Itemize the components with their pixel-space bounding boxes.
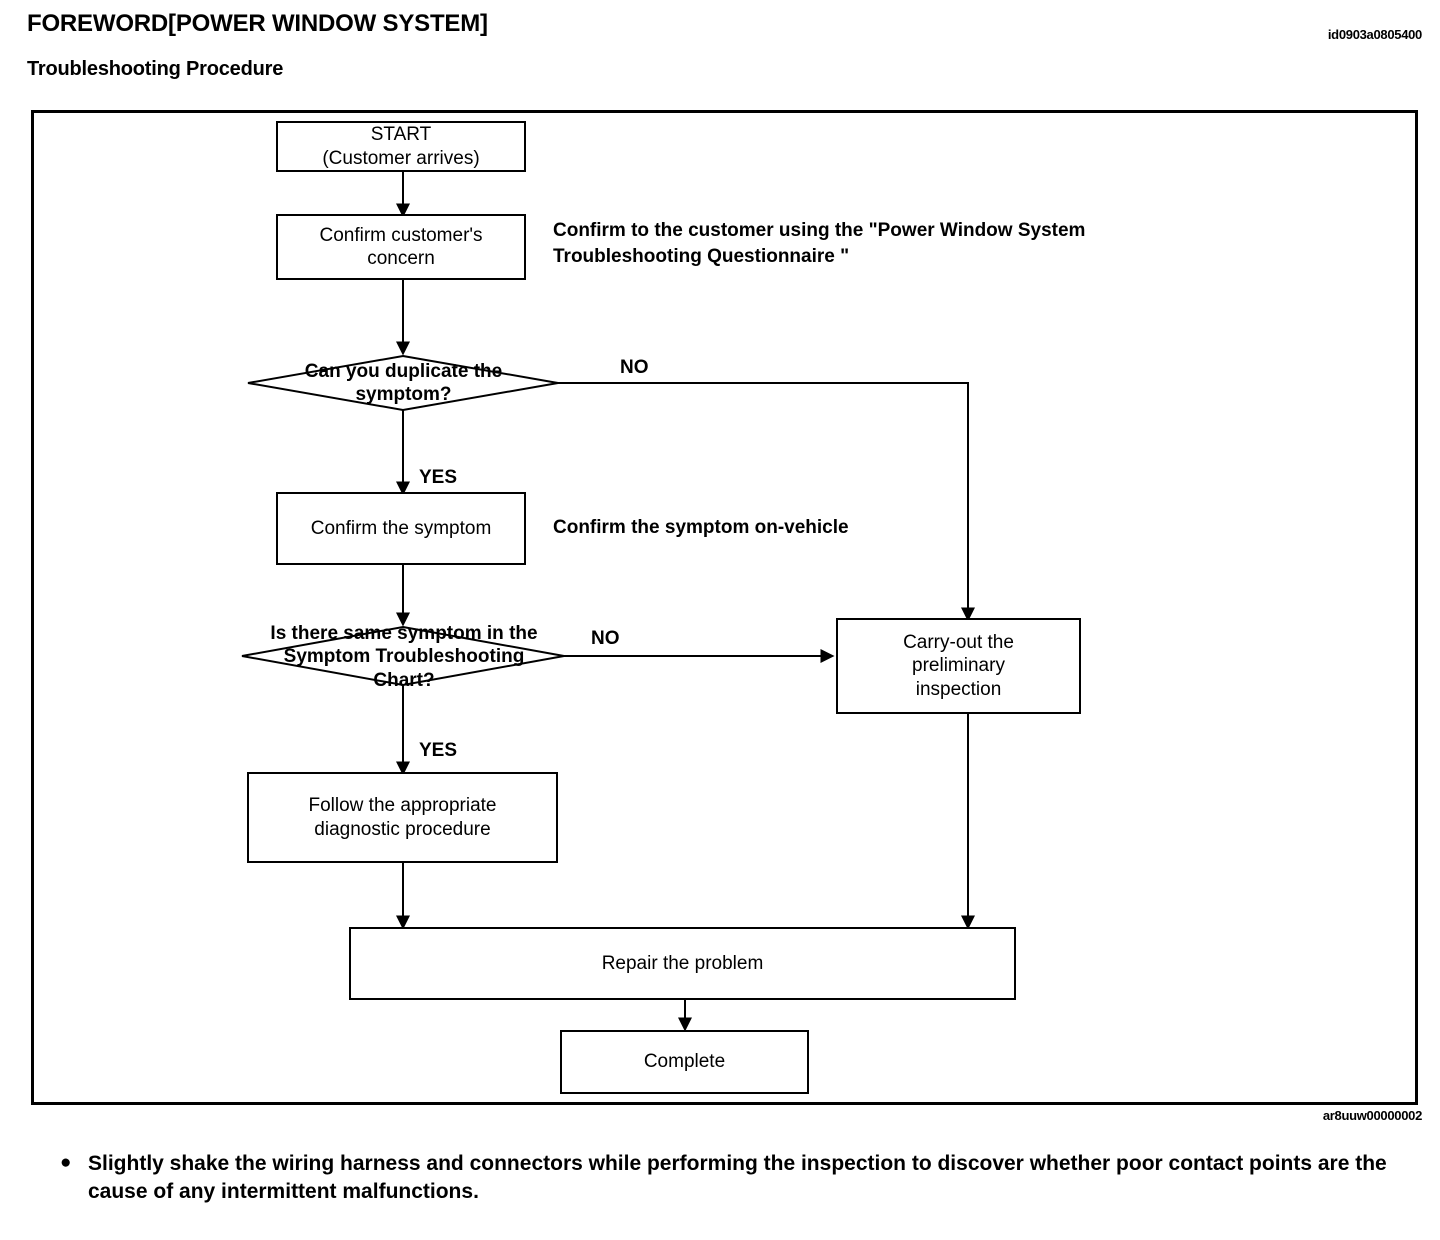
flowchart-connectors — [241, 172, 975, 1032]
decision-diamond-duplicate-symptom — [247, 354, 559, 412]
node-start-line2: (Customer arrives) — [322, 147, 480, 169]
node-confirm-symptom-label: Confirm the symptom — [310, 517, 492, 539]
node-start[interactable]: START (Customer arrives) — [276, 121, 526, 172]
edge-label-no-chart: NO — [591, 628, 620, 649]
node-follow-line2: diagnostic procedure — [314, 818, 491, 840]
node-start-line1: START — [370, 124, 432, 146]
node-follow-line1: Follow the appropriate — [308, 795, 497, 817]
section-title: Troubleshooting Procedure — [27, 58, 284, 80]
bullet-icon: ● — [60, 1152, 72, 1173]
figure-id-code: ar8uuw00000002 — [1322, 1108, 1422, 1123]
edge-duplicate-no-to-preliminary — [558, 382, 975, 622]
node-repair-problem[interactable]: Repair the problem — [349, 927, 1016, 1000]
annotation-questionnaire: Confirm to the customer using the "Power… — [553, 220, 1086, 267]
node-complete[interactable]: Complete — [560, 1030, 809, 1094]
node-preliminary-line2: preliminary — [912, 655, 1005, 677]
note-text: Slightly shake the wiring harness and co… — [88, 1152, 1387, 1203]
edge-label-no-duplicate: NO — [620, 357, 649, 378]
node-complete-label: Complete — [643, 1051, 726, 1073]
node-confirm-concern[interactable]: Confirm customer's concern — [276, 214, 526, 280]
flowchart: START (Customer arrives) Confirm custome… — [31, 110, 1418, 1105]
node-confirm-concern-line2: concern — [367, 248, 435, 269]
node-confirm-concern-line1: Confirm customer's — [319, 224, 483, 246]
node-preliminary-inspection[interactable]: Carry-out the preliminary inspection — [836, 618, 1081, 714]
edge-label-yes-duplicate: YES — [419, 467, 458, 488]
annotation-on-vehicle: Confirm the symptom on-vehicle — [553, 517, 849, 538]
node-preliminary-line1: Carry-out the — [903, 632, 1014, 654]
decision-diamond-symptom-chart — [241, 625, 565, 687]
document-id-code: id0903a0805400 — [1327, 27, 1422, 42]
note-bullet-item: ● Slightly shake the wiring harness and … — [60, 1150, 1420, 1205]
node-follow-diagnostic-procedure[interactable]: Follow the appropriate diagnostic proced… — [247, 772, 558, 863]
edge-label-yes-chart: YES — [419, 740, 458, 761]
page-title: FOREWORD[POWER WINDOW SYSTEM] — [27, 10, 488, 37]
node-repair-label: Repair the problem — [601, 952, 764, 974]
node-confirm-symptom[interactable]: Confirm the symptom — [276, 492, 526, 565]
node-preliminary-line3: inspection — [915, 678, 1002, 700]
